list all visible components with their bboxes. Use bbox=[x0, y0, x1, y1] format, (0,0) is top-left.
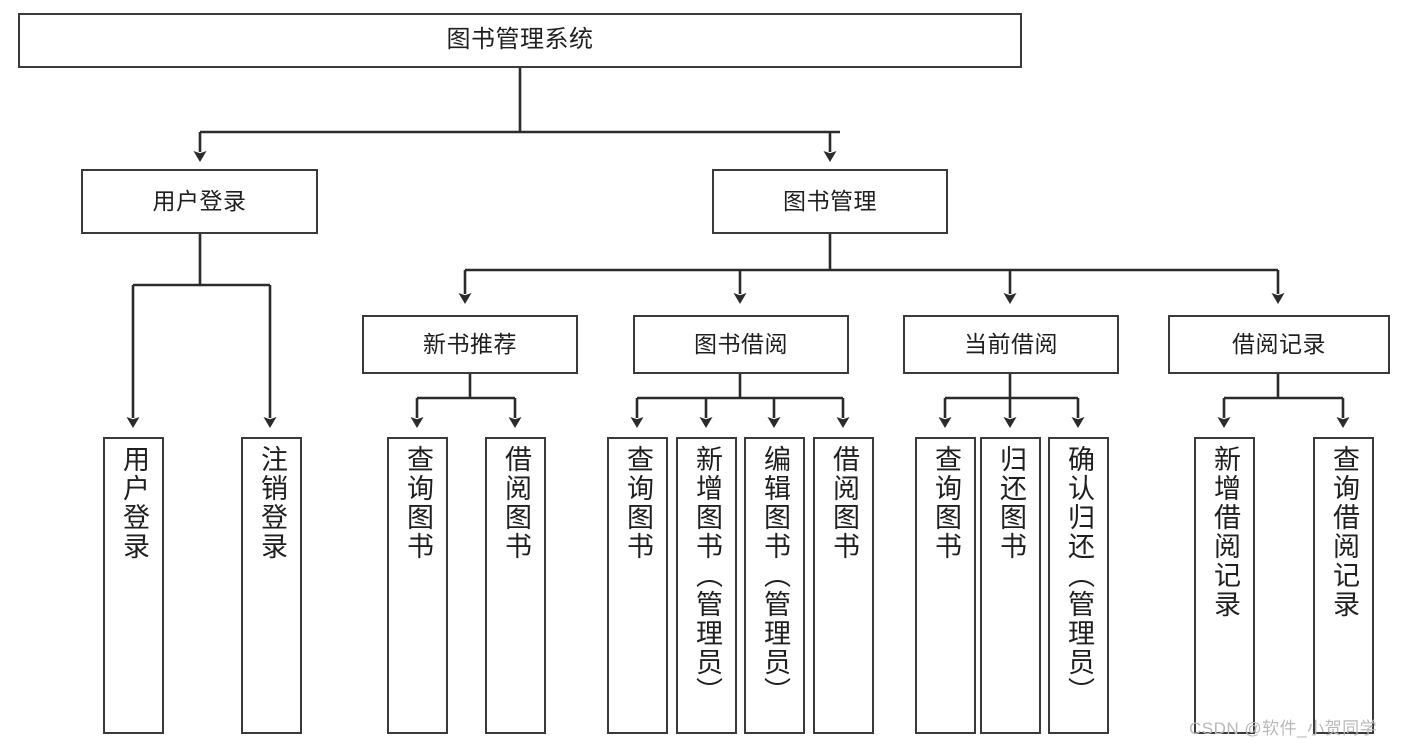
node-borrow-record[interactable]: 借阅记录 bbox=[1168, 315, 1390, 374]
node-label: 借阅记录 bbox=[1232, 330, 1326, 357]
leaf-query-book-recommend[interactable]: 查询图书 bbox=[387, 437, 448, 734]
node-label: 查询图书 bbox=[403, 445, 433, 561]
node-book-management[interactable]: 图书管理 bbox=[712, 169, 948, 234]
leaf-query-book-borrow[interactable]: 查询图书 bbox=[607, 437, 668, 734]
leaf-confirm-return[interactable]: 确认归还（管理员） bbox=[1048, 437, 1109, 734]
leaf-return-book[interactable]: 归还图书 bbox=[980, 437, 1041, 734]
node-label: 用户登录 bbox=[152, 187, 247, 214]
node-label: 查询图书 bbox=[931, 445, 961, 561]
leaf-add-borrow-record[interactable]: 新增借阅记录 bbox=[1194, 437, 1255, 734]
leaf-query-borrow-record[interactable]: 查询借阅记录 bbox=[1313, 437, 1374, 734]
leaf-user-login[interactable]: 用户登录 bbox=[103, 437, 164, 734]
leaf-borrow-book-recommend[interactable]: 借阅图书 bbox=[485, 437, 546, 734]
node-label: 新增借阅记录 bbox=[1210, 445, 1240, 619]
node-user-login[interactable]: 用户登录 bbox=[81, 169, 318, 234]
node-book-borrow[interactable]: 图书借阅 bbox=[633, 315, 849, 374]
node-label: 图书管理系统 bbox=[446, 26, 594, 54]
node-label: 借阅图书 bbox=[829, 445, 859, 561]
node-new-book-recommend[interactable]: 新书推荐 bbox=[362, 315, 578, 374]
node-label: 编辑图书（管理员） bbox=[760, 445, 790, 706]
leaf-edit-book[interactable]: 编辑图书（管理员） bbox=[744, 437, 805, 734]
leaf-add-book[interactable]: 新增图书（管理员） bbox=[676, 437, 737, 734]
node-current-borrow[interactable]: 当前借阅 bbox=[903, 315, 1119, 374]
node-label: 注销登录 bbox=[257, 445, 287, 561]
node-label: 图书管理 bbox=[783, 187, 877, 214]
node-label: 当前借阅 bbox=[964, 330, 1058, 357]
leaf-user-logout[interactable]: 注销登录 bbox=[241, 437, 302, 734]
watermark-text: CSDN @软件_小贺同学 bbox=[1189, 719, 1378, 738]
node-label: 确认归还（管理员） bbox=[1064, 445, 1094, 706]
node-label: 借阅图书 bbox=[501, 445, 531, 561]
node-label: 用户登录 bbox=[119, 445, 149, 561]
node-label: 新增图书（管理员） bbox=[692, 445, 722, 706]
node-label: 查询图书 bbox=[623, 445, 653, 561]
node-label: 归还图书 bbox=[996, 445, 1026, 561]
node-root-system[interactable]: 图书管理系统 bbox=[18, 13, 1022, 68]
node-label: 图书借阅 bbox=[694, 330, 788, 357]
leaf-query-book-current[interactable]: 查询图书 bbox=[915, 437, 976, 734]
leaf-borrow-book[interactable]: 借阅图书 bbox=[813, 437, 874, 734]
node-label: 查询借阅记录 bbox=[1329, 445, 1359, 619]
node-label: 新书推荐 bbox=[423, 330, 517, 357]
